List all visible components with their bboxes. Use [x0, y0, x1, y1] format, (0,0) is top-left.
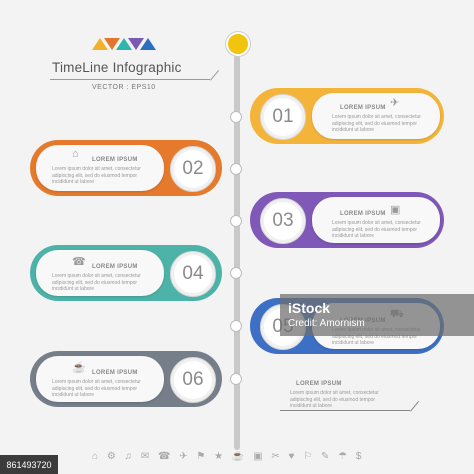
item-heading: LOREM IPSUM: [92, 264, 138, 270]
item-number: 01: [260, 94, 306, 140]
item-card: [312, 93, 440, 139]
item-number: 03: [260, 198, 306, 244]
page-subtitle: VECTOR : EPS10: [92, 84, 156, 91]
airplane-icon: ✈: [390, 97, 400, 109]
timeline-dot: [230, 111, 242, 123]
item-card: [36, 250, 164, 296]
watermark-credit: Credit: Amornism: [288, 318, 365, 329]
logo-triangle: [140, 38, 156, 50]
item-card: [36, 145, 164, 191]
bottom-underline-slash: [410, 401, 420, 412]
page-title: TimeLine Infographic: [52, 60, 182, 75]
item-heading: LOREM IPSUM: [340, 211, 386, 217]
title-underline-slash: [210, 70, 220, 81]
item-card: [36, 356, 164, 402]
item-heading: LOREM IPSUM: [92, 157, 138, 163]
timeline-start-dot: [226, 32, 250, 56]
timeline-dot: [230, 267, 242, 279]
timeline-dot: [230, 373, 242, 385]
item-number: 02: [170, 146, 216, 192]
item-text: Lorem ipsum dolor sit amet, consectetur …: [52, 273, 141, 292]
item-text: Lorem ipsum dolor sit amet, consectetur …: [332, 114, 421, 133]
phone-icon: ☎: [72, 256, 86, 268]
item-heading: LOREM IPSUM: [340, 105, 386, 111]
image-id-badge: 861493720: [0, 455, 58, 474]
bottom-heading: LOREM IPSUM: [296, 381, 342, 387]
item-text: Lorem ipsum dolor sit amet, consectetur …: [332, 220, 421, 239]
coffee-icon: ☕: [72, 362, 86, 374]
home-icon: ⌂: [72, 148, 79, 160]
item-number: 06: [170, 357, 216, 403]
watermark-brand: iStock: [288, 300, 331, 316]
footer-icon-strip: ⌂ ⚙ ♫ ✉ ☎ ✈ ⚑ ★ ☕ ▣ ✂ ♥ ⚐ ✎ ☂ $: [92, 451, 365, 462]
timeline-dot: [230, 215, 242, 227]
item-heading: LOREM IPSUM: [92, 370, 138, 376]
timeline-axis: [234, 55, 240, 450]
item-card: [312, 197, 440, 243]
item-text: Lorem ipsum dolor sit amet, consectetur …: [52, 379, 141, 398]
item-number: 04: [170, 251, 216, 297]
bottom-text: Lorem ipsum dolor sit amet, consectetur …: [290, 390, 379, 409]
watermark-overlay: [280, 294, 474, 336]
timeline-dot: [230, 320, 242, 332]
title-underline: [50, 79, 210, 80]
timeline-dot: [230, 163, 242, 175]
item-text: Lorem ipsum dolor sit amet, consectetur …: [52, 166, 141, 185]
bottom-underline: [280, 410, 410, 411]
camera-icon: ▣: [390, 204, 401, 216]
